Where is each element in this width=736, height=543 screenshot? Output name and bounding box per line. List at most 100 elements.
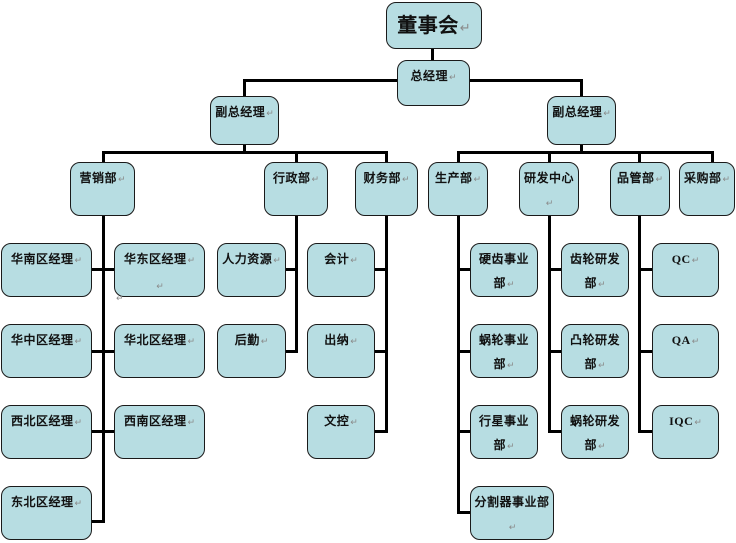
node-gear-rnd[interactable]: 齿轮研发部↵ — [561, 243, 629, 297]
node-qa[interactable]: QA↵ — [652, 324, 719, 378]
node-central-china-manager[interactable]: 华中区经理↵ — [1, 324, 92, 378]
node-label: 生产部 — [434, 171, 473, 185]
node-east-china-manager[interactable]: 华东区经理↵↵ — [114, 243, 205, 297]
node-production[interactable]: 生产部↵ — [428, 162, 488, 216]
return-mark: ↵ — [187, 337, 196, 347]
return-mark: ↵ — [691, 336, 700, 346]
node-label: 行星事业部 — [478, 414, 529, 452]
connector — [457, 350, 471, 353]
node-cashier[interactable]: 出纳↵ — [307, 324, 375, 378]
node-purchasing[interactable]: 采购部↵ — [679, 162, 735, 216]
connector — [102, 151, 105, 162]
node-worm-gear-rnd[interactable]: 蜗轮研发部↵ — [561, 405, 629, 459]
connector — [548, 350, 562, 353]
return-mark: ↵ — [350, 418, 358, 428]
node-label: 西北区经理 — [10, 414, 74, 428]
return-mark: ↵ — [350, 337, 358, 347]
node-rnd-center[interactable]: 研发中心 ↵ — [519, 162, 579, 216]
node-label: IQC — [669, 414, 694, 428]
node-south-china-manager[interactable]: 华南区经理↵ — [1, 243, 92, 297]
node-label: 营销部 — [79, 171, 117, 185]
connector — [285, 268, 298, 271]
return-mark: ↵ — [74, 256, 83, 266]
node-label: 行政部 — [272, 171, 311, 185]
node-admin[interactable]: 行政部↵ — [264, 162, 328, 216]
node-label: 人力资源 — [222, 252, 273, 266]
node-label: 蜗轮事业部 — [478, 333, 529, 371]
node-hard-gear-division[interactable]: 硬齿事业部↵ — [470, 243, 538, 297]
connector — [431, 48, 434, 61]
node-label: 文控 — [324, 414, 350, 428]
node-northwest-manager[interactable]: 西北区经理↵ — [1, 405, 92, 459]
node-planetary-division[interactable]: 行星事业部↵ — [470, 405, 538, 459]
node-label: 后勤 — [234, 333, 260, 347]
node-human-resources[interactable]: 人力资源↵ — [217, 243, 286, 297]
connector — [374, 430, 388, 433]
node-northeast-manager[interactable]: 东北区经理↵ — [1, 486, 92, 540]
node-label: 分割器事业部 — [474, 495, 550, 509]
connector — [457, 268, 471, 271]
return-mark: ↵ — [603, 109, 611, 119]
node-label: 研发中心 — [523, 171, 574, 185]
node-accounting[interactable]: 会计↵ — [307, 243, 375, 297]
return-mark: ↵ — [187, 256, 196, 266]
return-mark: ↵ — [117, 175, 126, 185]
return-mark: ↵ — [74, 418, 83, 428]
return-mark: ↵ — [597, 280, 606, 290]
connector — [374, 350, 388, 353]
node-label: 财务部 — [363, 171, 401, 185]
return-mark: ↵ — [545, 199, 554, 209]
return-mark: ↵ — [459, 21, 471, 36]
node-label: 董事会 — [397, 13, 459, 37]
return-mark: ↵ — [273, 256, 281, 266]
node-quality[interactable]: 品管部↵ — [610, 162, 670, 216]
return-mark: ↵ — [266, 109, 274, 119]
connector — [102, 151, 388, 154]
return-mark: ↵ — [311, 175, 320, 185]
node-vp-left[interactable]: 副总经理↵ — [210, 96, 279, 145]
node-iqc[interactable]: IQC↵ — [652, 405, 719, 459]
connector — [548, 268, 562, 271]
return-mark: ↵ — [473, 175, 482, 185]
connector — [243, 79, 246, 97]
node-cam-rnd[interactable]: 凸轮研发部↵ — [561, 324, 629, 378]
return-mark: ↵ — [722, 175, 731, 185]
node-label: 东北区经理 — [10, 495, 74, 509]
node-label: 副总经理 — [552, 105, 603, 119]
node-north-china-manager[interactable]: 华北区经理↵ — [114, 324, 205, 378]
node-label: QC — [671, 252, 691, 266]
return-mark: ↵ — [116, 294, 124, 304]
connector — [385, 151, 388, 162]
node-logistics[interactable]: 后勤↵ — [217, 324, 286, 378]
connector — [295, 151, 298, 162]
return-mark: ↵ — [74, 499, 83, 509]
node-southwest-manager[interactable]: 西南区经理↵ — [114, 405, 205, 459]
node-document-control[interactable]: 文控↵ — [307, 405, 375, 459]
node-indexer-division[interactable]: 分割器事业部↵ — [470, 486, 554, 540]
node-marketing[interactable]: 营销部↵ — [70, 162, 135, 216]
node-vp-right[interactable]: 副总经理↵ — [547, 96, 616, 145]
node-qc[interactable]: QC↵ — [652, 243, 719, 297]
return-mark: ↵ — [350, 256, 358, 266]
return-mark: ↵ — [448, 73, 457, 83]
connector — [638, 214, 641, 433]
node-general-manager[interactable]: 总经理↵ — [397, 60, 470, 106]
node-finance[interactable]: 财务部↵ — [355, 162, 418, 216]
connector — [638, 151, 641, 162]
node-label: 华南区经理 — [10, 252, 74, 266]
return-mark: ↵ — [506, 442, 515, 452]
node-label: 齿轮研发部 — [569, 252, 620, 290]
connector — [91, 430, 115, 433]
connector — [91, 350, 115, 353]
return-mark: ↵ — [597, 361, 606, 371]
return-mark: ↵ — [506, 361, 515, 371]
connector — [457, 151, 460, 162]
node-board[interactable]: 董事会↵ — [386, 2, 482, 49]
node-worm-gear-division[interactable]: 蜗轮事业部↵ — [470, 324, 538, 378]
connector — [548, 151, 551, 162]
node-label: QA — [671, 333, 691, 347]
return-mark: ↵ — [597, 442, 606, 452]
node-label: 总经理 — [410, 69, 448, 83]
connector — [374, 268, 388, 271]
